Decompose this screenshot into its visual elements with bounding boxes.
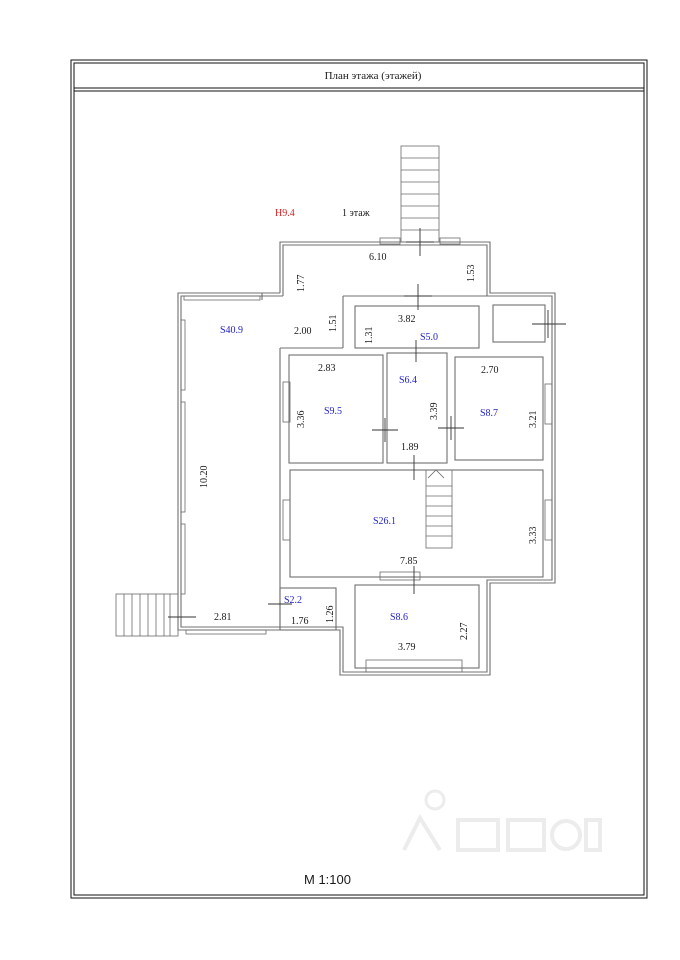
room-area-label: S40.9 bbox=[220, 325, 243, 336]
room-area-label: S5.0 bbox=[420, 332, 438, 343]
dimension-label: 10.20 bbox=[199, 466, 210, 489]
dimension-label: 2.27 bbox=[459, 623, 470, 641]
dimension-label: 1.51 bbox=[328, 315, 339, 333]
entrance-stairs-top bbox=[400, 145, 440, 243]
floor-label: 1 этаж bbox=[342, 208, 370, 219]
outer-walls bbox=[177, 241, 556, 676]
watermark-logo bbox=[402, 789, 602, 852]
dimension-label: 2.83 bbox=[318, 363, 336, 374]
inner-stairs bbox=[425, 469, 453, 549]
dimension-label: 1.77 bbox=[296, 275, 307, 293]
interior-walls bbox=[279, 295, 546, 669]
room-area-labels: S40.9 S5.0 S6.4 S9.5 S8.7 S26.1 S2.2 S8.… bbox=[220, 325, 498, 623]
room-area-label: S6.4 bbox=[399, 375, 417, 386]
dimension-label: 3.82 bbox=[398, 314, 416, 325]
dimension-label: 2.00 bbox=[294, 326, 312, 337]
dimension-label: 2.81 bbox=[214, 612, 232, 623]
dimension-label: 1.76 bbox=[291, 616, 309, 627]
room-area-label: S8.6 bbox=[390, 612, 408, 623]
dimension-label: 1.26 bbox=[325, 606, 336, 624]
door-marks bbox=[168, 228, 566, 618]
dimension-label: 3.79 bbox=[398, 642, 416, 653]
windows bbox=[180, 237, 553, 673]
dimension-label: 2.70 bbox=[481, 365, 499, 376]
sheet-frame bbox=[70, 59, 648, 899]
sheet-title: План этажа (этажей) bbox=[325, 70, 422, 82]
room-area-label: S8.7 bbox=[480, 408, 498, 419]
scale-label: М 1:100 bbox=[304, 872, 351, 887]
dimension-label: 6.10 bbox=[369, 252, 387, 263]
dimension-label: 3.33 bbox=[528, 527, 539, 545]
dimension-labels: 6.10 1.77 1.53 2.00 1.51 1.31 3.82 2.83 … bbox=[199, 252, 539, 653]
room-area-label: S9.5 bbox=[324, 406, 342, 417]
room-area-label: S26.1 bbox=[373, 516, 396, 527]
height-label: H9.4 bbox=[275, 208, 295, 219]
dimension-label: 1.53 bbox=[466, 265, 477, 283]
dimension-label: 7.85 bbox=[400, 556, 418, 567]
dimension-label: 3.39 bbox=[429, 403, 440, 421]
room-area-label: S2.2 bbox=[284, 595, 302, 606]
dimension-label: 3.36 bbox=[296, 411, 307, 429]
terrace-stairs-left bbox=[115, 593, 179, 637]
dimension-label: 1.31 bbox=[364, 327, 375, 345]
dimension-label: 1.89 bbox=[401, 442, 419, 453]
dimension-label: 3.21 bbox=[528, 411, 539, 429]
